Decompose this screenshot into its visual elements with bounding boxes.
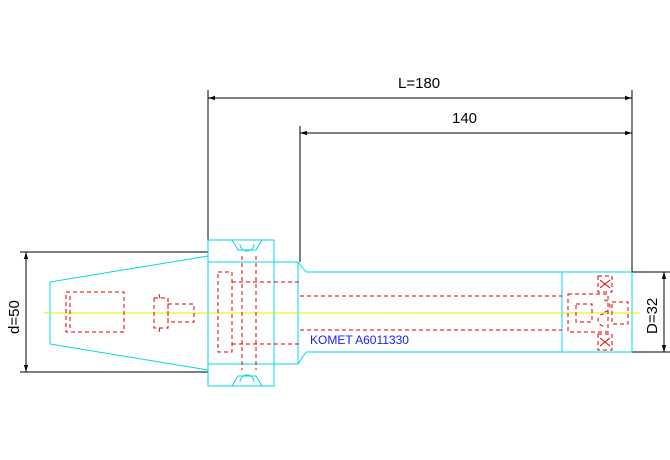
dimension-lines — [20, 90, 670, 373]
bore-diameter-label: D=32 — [644, 298, 661, 334]
part-label: KOMET A6011330 — [310, 333, 409, 347]
overall-length-label: L=180 — [398, 75, 440, 92]
partial-length-label: 140 — [452, 110, 477, 127]
hidden-features — [65, 256, 629, 370]
shank-diameter-label: d=50 — [6, 300, 23, 334]
